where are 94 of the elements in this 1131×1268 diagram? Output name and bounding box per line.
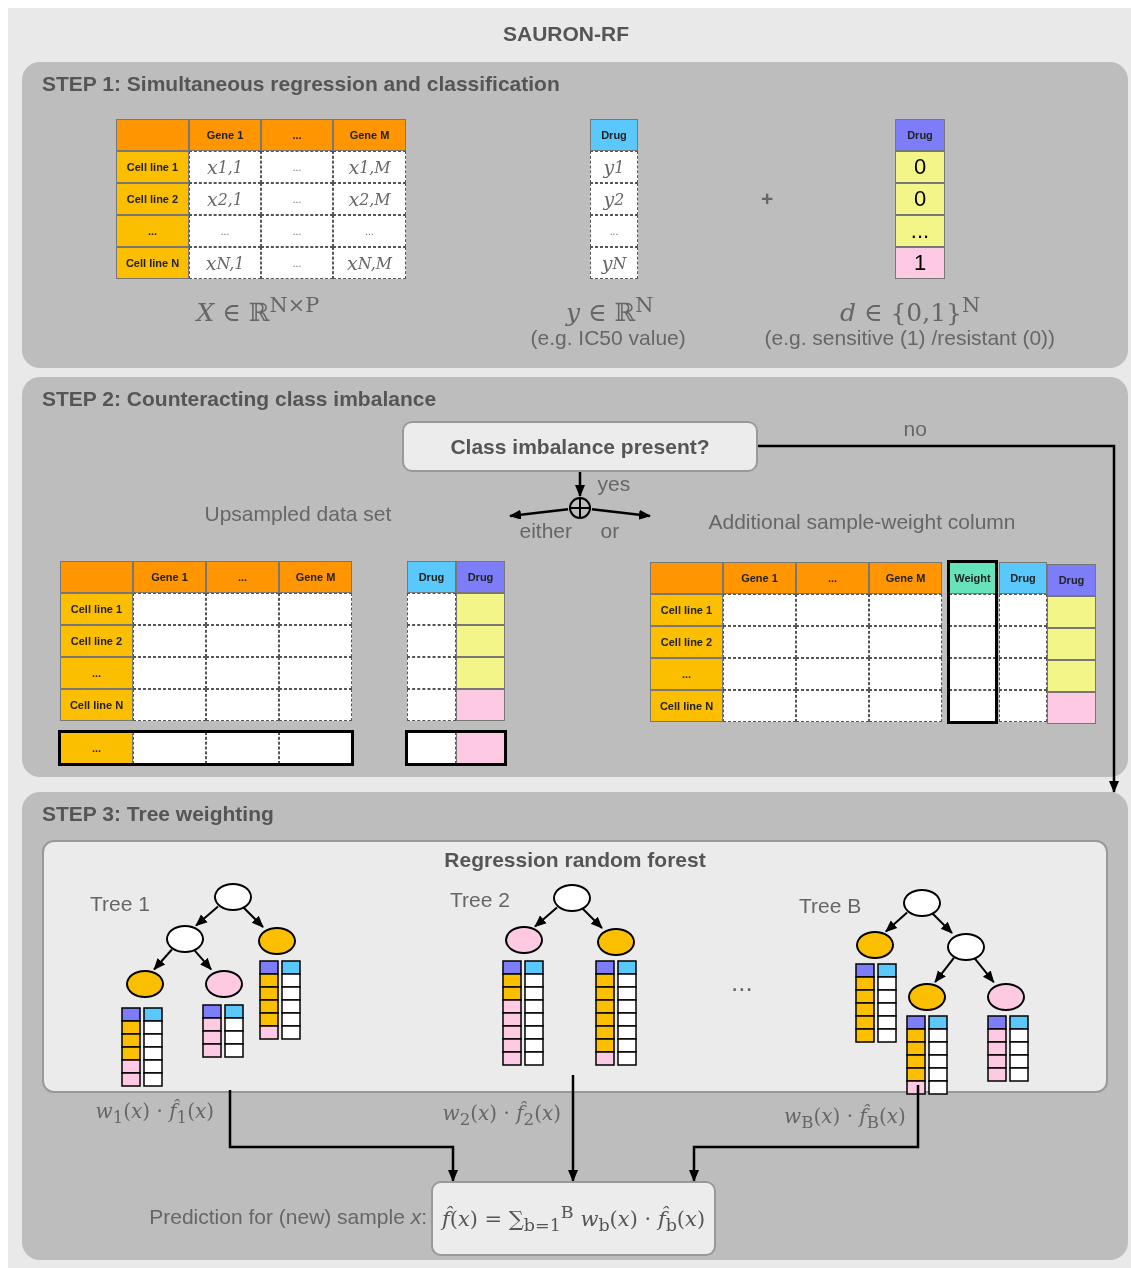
step-panel [22,377,1128,777]
row-header: Cell line 1 [60,593,133,625]
arrow [242,906,264,928]
column-header: Drug [999,562,1047,594]
row-header: Cell line N [116,247,189,279]
table-cell: ... [261,151,333,183]
tree-label: Tree 1 [90,892,150,916]
column-header: ... [206,561,279,593]
arrow [884,911,909,933]
table-cell: ... [261,215,333,247]
arrow [228,1090,458,1182]
tree-node-ellipse [903,889,941,917]
column-header: ... [261,119,333,151]
diagram-title: SAURON-RF [503,22,629,46]
math-label: y ∈ ℝ$^{N}$ [566,293,654,328]
math-label: d ∈ {0,1}$^{N}$ [840,293,981,328]
note-text: (e.g. IC50 value) [530,326,686,350]
column-header: Drug [1047,564,1096,596]
column-header: Drug [895,119,945,151]
section-heading: Additional sample-weight column [708,510,1016,534]
tree-node-ellipse [908,983,946,1011]
tree-node-ellipse [947,933,985,961]
row-header: Cell line 1 [116,151,189,183]
column-header: Gene M [279,561,352,593]
tree-node-ellipse [205,970,243,998]
tree-node-ellipse [214,883,252,911]
arrow [934,956,955,984]
table-cell: ... [261,247,333,279]
column-header: Gene 1 [133,561,206,593]
junction-symbol [569,497,591,519]
row-header: Cell line 1 [650,594,723,626]
plus-sign: + [761,187,774,211]
tree-node-ellipse [258,927,296,955]
arrow [758,444,1119,793]
tree-node-ellipse [505,926,543,954]
arrow [568,1075,578,1182]
decision-box: Class imbalance present? [402,421,758,472]
arrow [689,1085,920,1182]
row-header: ... [116,215,189,247]
row-header: ... [650,658,723,690]
formula-box: f̂(x) = ∑$_{b=1}$$^{B}$ w$_{b}$(x) · f̂$_{b}$(x) [431,1181,716,1256]
tree-node-ellipse [987,983,1025,1011]
panel-heading: STEP 3: Tree weighting [42,802,274,826]
tree-node-ellipse [553,884,591,912]
row-header: ... [60,657,133,689]
row-header: Cell line 2 [650,626,723,658]
column-header: Drug [590,119,638,151]
panel-heading: STEP 1: Simultaneous regression and classification [42,72,560,96]
column-header: Drug [407,561,456,593]
column-header: Drug [456,561,505,593]
forest-panel [42,840,1108,1093]
column-header: ... [796,562,869,594]
tree-label: Tree B [799,894,862,918]
panel-heading: STEP 2: Counteracting class imbalance [42,387,437,411]
step-panel [22,792,1128,1260]
table-cell: ... [189,215,261,247]
formula-caption: Prediction for (new) sample x: [148,1204,427,1229]
tree-node-ellipse [856,931,894,959]
section-heading: Upsampled data set [204,502,392,526]
arrow [153,948,173,971]
arrow [195,905,219,927]
table-cell: ... [261,183,333,215]
tree-node-ellipse [597,928,635,956]
arrow [581,907,603,929]
tree-label: Tree 2 [450,888,510,912]
table-cell: ... [895,215,945,247]
arrow [931,912,953,934]
arrow [192,948,213,971]
panel-heading: Regression random forest [443,848,707,872]
arrow [575,472,585,497]
arrow [534,906,558,928]
tree-node-ellipse [126,970,164,998]
column-header: Gene 1 [189,119,261,151]
table-cell: ... [333,215,406,247]
column-header: Gene M [333,119,406,151]
table-cell: 1 [895,247,945,279]
arrow [509,508,569,520]
row-header: Cell line N [60,689,133,721]
table-cell: ... [590,215,638,247]
arrow [591,508,651,520]
ellipsis: ... [731,967,753,998]
row-header: Cell line 2 [60,625,133,657]
row-header: ... [60,732,133,764]
tree-node-ellipse [166,925,204,953]
column-header: Gene 1 [723,562,796,594]
table-cell: 0 [895,183,945,215]
row-header: Cell line N [650,690,723,722]
row-header: Cell line 2 [116,183,189,215]
step-panel [22,62,1128,368]
arrow [973,956,995,984]
math-label: X ∈ ℝ$^{N×P}$ [196,293,320,328]
table-cell: 0 [895,151,945,183]
column-header: Gene M [869,562,942,594]
note-text: (e.g. sensitive (1) /resistant (0)) [764,326,1056,350]
